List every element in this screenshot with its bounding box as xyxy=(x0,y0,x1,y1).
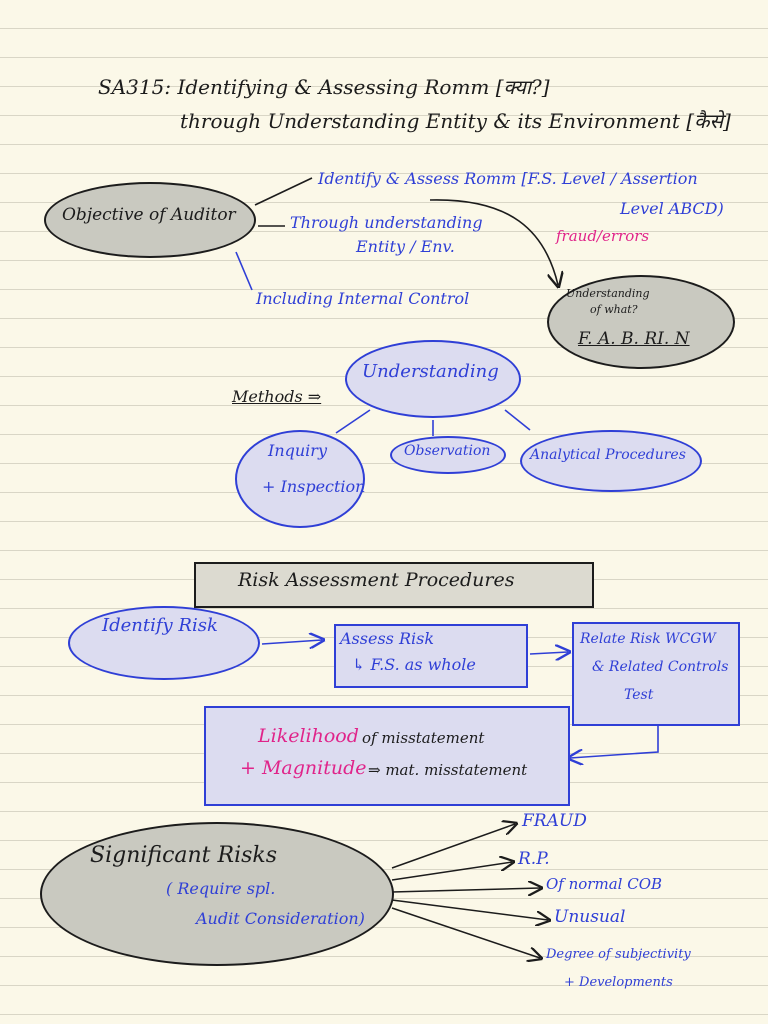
branch-1-text-b: Level ABCD) xyxy=(620,199,724,218)
understanding-what-q-a: Understanding xyxy=(566,287,650,300)
assess-risk-box xyxy=(334,624,528,688)
likelihood-box xyxy=(204,706,570,806)
sig-arrow-5 xyxy=(391,907,540,958)
sig-item-fraud: FRAUD xyxy=(522,811,587,831)
method-line-3 xyxy=(504,409,531,431)
relate-risk-text-b: & Related Controls xyxy=(592,659,729,675)
understanding-center-oval xyxy=(345,340,521,418)
inquiry-label: Inquiry xyxy=(268,441,327,460)
branch-1-text-a: Identify & Assess Romm [F.S. Level / Ass… xyxy=(318,169,698,188)
sig-arrow-4 xyxy=(391,899,548,920)
fabrin-letters: F. A. B. RI. N xyxy=(578,329,690,349)
inquiry-oval xyxy=(235,430,365,528)
method-line-1 xyxy=(335,409,371,434)
sig-item-rp: R.P. xyxy=(518,849,550,869)
title-line-2: through Understanding Entity & its Envir… xyxy=(180,109,731,133)
relate-risk-text-c: Test xyxy=(624,687,654,703)
sig-item-developments: + Developments xyxy=(564,975,673,990)
relate-risk-box xyxy=(572,622,740,726)
understanding-what-oval xyxy=(547,275,735,369)
branch-2-text-a: Through understanding xyxy=(290,213,483,232)
magnitude-label: + Magnitude xyxy=(240,757,367,779)
arrow-assess-relate xyxy=(529,652,568,654)
analytical-oval xyxy=(520,430,702,492)
relate-risk-text-a: Relate Risk WCGW xyxy=(580,631,716,647)
assess-risk-text-a: Assess Risk xyxy=(340,629,435,648)
title-line-1: SA315: Identifying & Assessing Romm [क्य… xyxy=(98,75,550,99)
sig-item-normal-cob: Of normal COB xyxy=(546,875,663,893)
branch-line-3 xyxy=(235,251,253,291)
assess-risk-text-b: ↳ F.S. as whole xyxy=(352,655,476,674)
objective-oval xyxy=(44,182,256,258)
understanding-center-label: Understanding xyxy=(362,361,499,382)
significant-risks-oval xyxy=(40,822,394,966)
understanding-what-q-b: of what? xyxy=(590,303,638,316)
rap-banner-text: Risk Assessment Procedures xyxy=(238,569,515,591)
significant-risks-sub-a: ( Require spl. xyxy=(166,879,276,898)
sig-arrow-3 xyxy=(391,888,540,892)
likelihood-label: Likelihood xyxy=(258,725,359,747)
rap-banner xyxy=(194,562,594,608)
sig-item-unusual: Unusual xyxy=(554,907,626,927)
methods-label: Methods ⇒ xyxy=(232,387,322,406)
analytical-label: Analytical Procedures xyxy=(530,447,686,463)
sig-item-subjectivity: Degree of subjectivity xyxy=(546,947,691,962)
branch-line-1 xyxy=(254,177,313,206)
significant-risks-sub-b: Audit Consideration) xyxy=(196,909,365,928)
observation-label: Observation xyxy=(404,443,491,459)
arrow-relate-likelihood xyxy=(570,726,659,758)
sig-arrow-2 xyxy=(391,862,512,881)
sig-arrow-1 xyxy=(391,824,515,869)
identify-risk-label: Identify Risk xyxy=(102,615,218,636)
arrow-identify-assess xyxy=(261,640,322,644)
inspection-label: + Inspection xyxy=(262,477,366,496)
fraud-errors-note: fraud/errors xyxy=(556,227,650,245)
branch-3-text: Including Internal Control xyxy=(256,289,470,308)
mat-misstatement-label: ⇒ mat. misstatement xyxy=(368,761,528,779)
observation-oval xyxy=(390,436,506,474)
significant-risks-title: Significant Risks xyxy=(90,843,278,868)
objective-label: Objective of Auditor xyxy=(62,205,236,225)
of-misstatement-label: of misstatement xyxy=(362,729,485,747)
identify-risk-oval xyxy=(68,606,260,680)
branch-2-text-b: Entity / Env. xyxy=(356,237,455,256)
